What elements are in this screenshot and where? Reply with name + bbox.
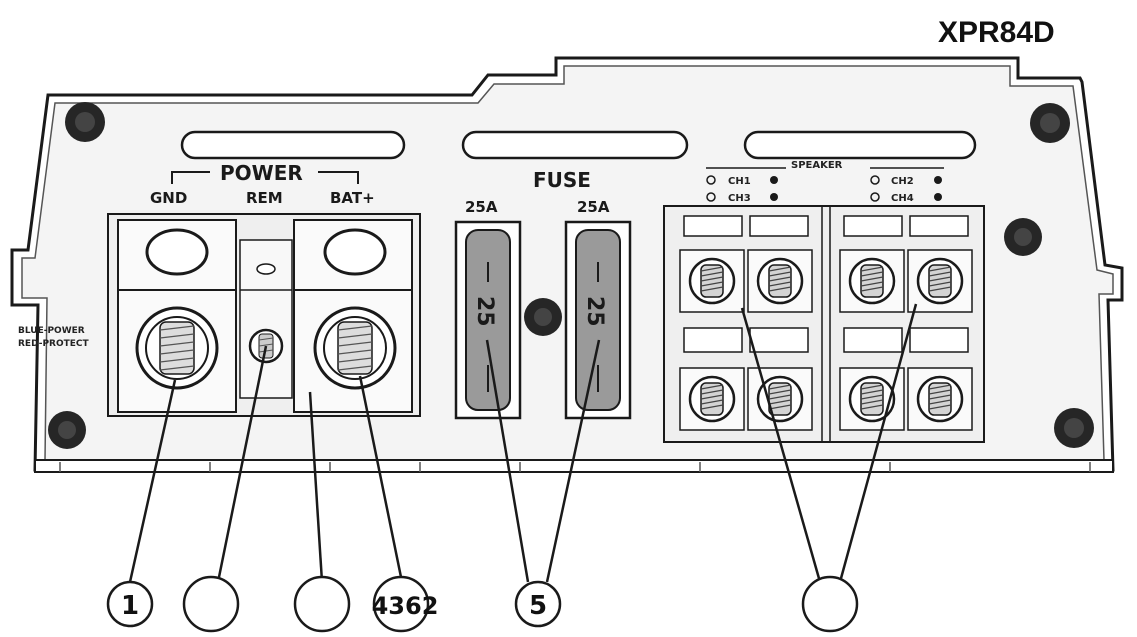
speaker-screw-2 (756, 257, 804, 305)
ch1-label: CH1 (728, 176, 751, 187)
callout-2 (182, 575, 240, 633)
fuse-right-rating: 25A (577, 198, 610, 216)
callout-5: 5 (514, 580, 562, 628)
callout-leader-lines (128, 303, 918, 583)
fuse-left-body-text: 25 (472, 296, 497, 327)
fuse-center-screw (524, 298, 562, 336)
callout-4: 4362 (372, 575, 439, 633)
ch4-label: CH4 (891, 193, 914, 204)
vent-slot-left (180, 130, 406, 160)
speaker-screws (688, 257, 964, 423)
fuse-title: FUSE (533, 168, 591, 192)
speaker-screw-7 (848, 375, 896, 423)
speaker-screw-8 (916, 375, 964, 423)
mounting-screw-top-right (1030, 103, 1070, 143)
ch3-label: CH3 (728, 193, 751, 204)
bottom-ticks (59, 462, 1091, 472)
mounting-screw-mid-right (1004, 218, 1042, 256)
speaker-screw-1 (688, 257, 736, 305)
speaker-screw-5 (688, 375, 736, 423)
vent-slot-center (461, 130, 689, 160)
power-terminal-block (107, 213, 421, 417)
speaker-screw-3 (848, 257, 896, 305)
ch2-label: CH2 (891, 176, 914, 187)
vent-slot-right (743, 130, 977, 160)
speaker-screw-4 (916, 257, 964, 305)
fuse-right: 25 (564, 220, 632, 420)
fuse-left-rating: 25A (465, 198, 498, 216)
mounting-screw-bottom-left (48, 411, 86, 449)
speaker-screw-6 (756, 375, 804, 423)
fuse-right-body-text: 25 (582, 296, 607, 327)
callout-6 (801, 575, 859, 633)
callout-3 (293, 575, 351, 633)
mounting-screw-bottom-right (1054, 408, 1094, 448)
model-label: XPR84D (938, 16, 1055, 49)
mounting-screw-top-left (65, 102, 105, 142)
callout-1-text: 1 (121, 591, 139, 621)
speaker-title: SPEAKER (791, 160, 843, 171)
power-bracket (171, 171, 359, 184)
callout-1: 1 (106, 580, 154, 628)
speaker-channel-labels: CH1 CH3 CH2 CH4 (706, 175, 942, 204)
bat-label: BAT+ (330, 189, 375, 207)
callout-5-text: 5 (529, 591, 547, 621)
side-note-line1: BLUE-POWER (18, 326, 85, 336)
gnd-label: GND (150, 189, 187, 207)
rem-label: REM (246, 189, 283, 207)
side-note-line2: RED-PROTECT (18, 339, 90, 349)
fuse-left: 25 (454, 220, 522, 420)
callout-4-text: 4362 (372, 592, 439, 620)
power-title: POWER (220, 161, 303, 185)
